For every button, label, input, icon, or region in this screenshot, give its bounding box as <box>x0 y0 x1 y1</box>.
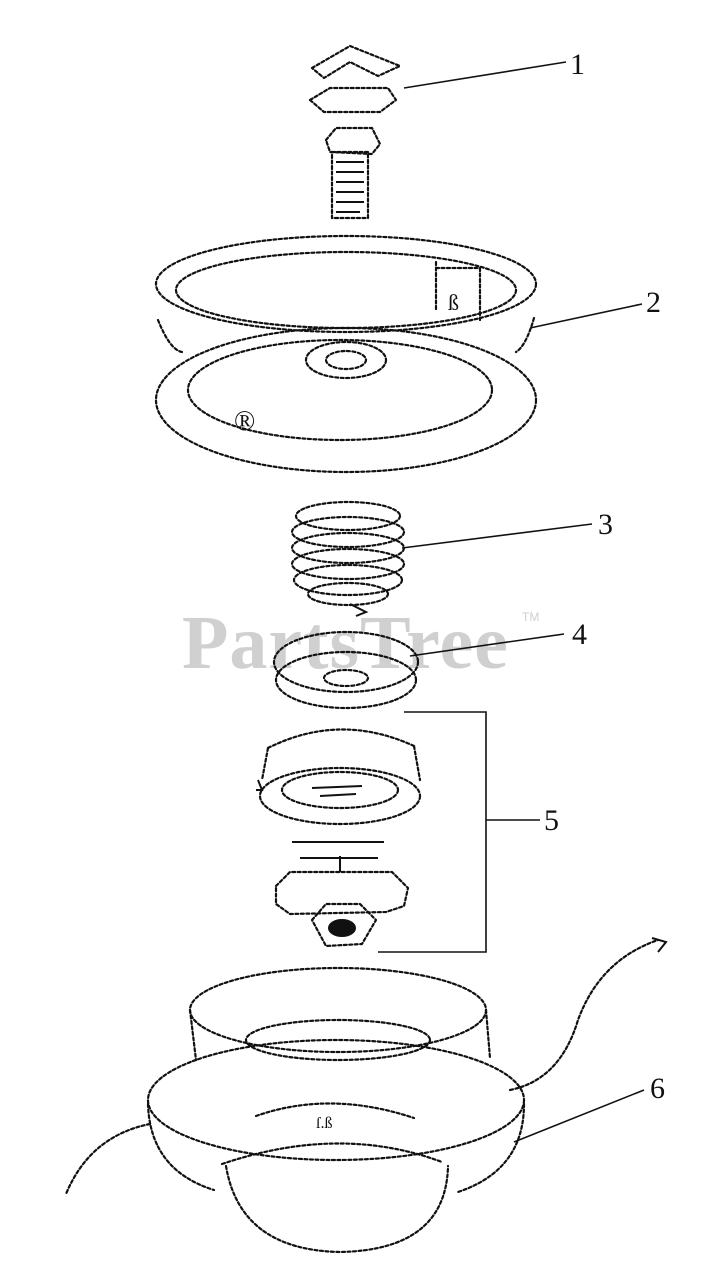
part-5-hub-assembly[interactable] <box>256 728 422 948</box>
watermark-text: PartsTree <box>182 601 509 685</box>
leader-bracket-5 <box>378 711 540 953</box>
callout-6[interactable]: 6 <box>650 1072 665 1105</box>
watermark-trademark: TM <box>522 610 539 624</box>
housing-embossed-mark: ſ.ß <box>316 1115 332 1132</box>
leader-line-4 <box>409 633 565 657</box>
part-4-washer[interactable] <box>272 630 420 710</box>
part-6-spool-housing[interactable]: ſ.ß <box>64 937 668 1254</box>
leader-line-3 <box>401 523 593 549</box>
part-2-pulley[interactable]: ß ® <box>154 234 538 474</box>
callout-2[interactable]: 2 <box>646 286 661 319</box>
callout-5[interactable]: 5 <box>544 804 559 837</box>
callout-1[interactable]: 1 <box>570 48 585 81</box>
leader-line-6 <box>513 1089 645 1143</box>
pulley-embossed-mark: ß <box>448 290 459 315</box>
part-3-spring[interactable] <box>290 500 406 617</box>
part-1-bolt[interactable] <box>308 44 402 220</box>
callout-4[interactable]: 4 <box>572 618 587 651</box>
leader-line-1 <box>403 61 567 89</box>
callout-3[interactable]: 3 <box>598 508 613 541</box>
leader-line-2 <box>529 303 643 329</box>
pulley-face-mark: ® <box>234 406 255 437</box>
